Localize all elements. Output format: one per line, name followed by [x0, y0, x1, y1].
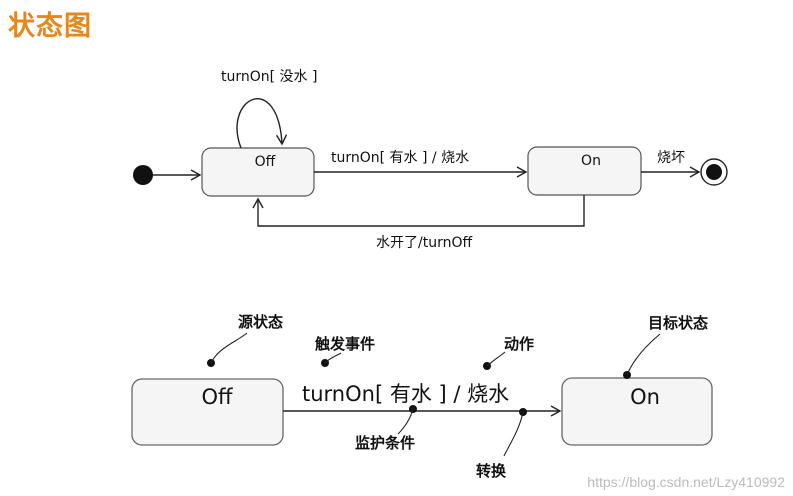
target-state-box	[561, 377, 713, 446]
top-state-diagram: Off turnOn[ 没水 ] turnOn[ 有水 ] / 烧水 On 烧坏…	[133, 69, 728, 251]
trigger-event-callout-line	[324, 352, 342, 364]
on-to-off-transition-arrow	[252, 195, 585, 227]
initial-state-node	[133, 165, 153, 185]
source-state-label: Off	[202, 385, 234, 409]
on-to-off-label: 水开了/turnOff	[376, 235, 472, 251]
source-state-callout-line	[210, 332, 248, 364]
target-state-callout: 目标状态	[648, 314, 708, 332]
self-loop-label: turnOn[ 没水 ]	[221, 69, 317, 85]
state-off-label: Off	[255, 154, 276, 170]
target-state-callout-line	[626, 333, 661, 376]
action-callout: 动作	[504, 335, 534, 353]
action-callout-line	[486, 351, 506, 367]
source-state-callout: 源状态	[238, 313, 283, 331]
target-state-label: On	[630, 385, 660, 409]
state-on-label: On	[581, 153, 601, 169]
bottom-annotated-diagram: Off On turnOn[ 有水 ] / 烧水 源状态 触发事件 动作 目标状…	[131, 313, 713, 480]
final-state-node	[706, 164, 722, 180]
transition-callout: 转换	[476, 462, 507, 480]
transition-label: turnOn[ 有水 ] / 烧水	[302, 382, 509, 406]
guard-condition-callout: 监护条件	[355, 434, 415, 452]
self-loop-transition-arrow	[236, 98, 288, 149]
page-title: 状态图	[8, 11, 92, 42]
off-to-on-label: turnOn[ 有水 ] / 烧水	[331, 150, 469, 166]
source-state-box	[131, 378, 284, 446]
guard-condition-callout-line	[397, 408, 414, 435]
trigger-event-callout: 触发事件	[315, 335, 375, 353]
watermark: https://blog.csdn.net/Lzy410992	[587, 474, 785, 490]
on-to-final-label: 烧坏	[657, 150, 685, 166]
transition-callout-line	[503, 411, 524, 457]
